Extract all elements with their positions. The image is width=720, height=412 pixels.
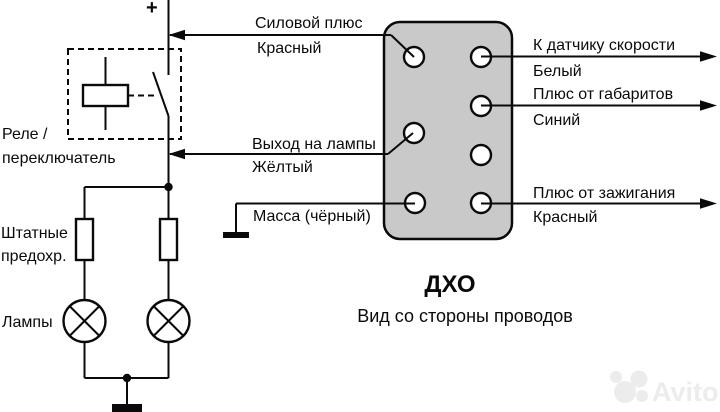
fuse-right <box>158 217 179 262</box>
label-power-plus: Силовой плюс <box>255 15 363 32</box>
switch-blade <box>152 71 170 117</box>
arrowhead-lamp-output <box>168 148 185 160</box>
connector-body <box>382 20 514 241</box>
arrowhead-ignition <box>700 198 717 209</box>
label-speed-sensor: К датчику скорости <box>533 37 675 54</box>
label-ignition: Плюс от зажигания <box>533 185 675 202</box>
junction-dot-top <box>164 182 173 192</box>
label-parking-lights: Плюс от габаритов <box>533 86 673 103</box>
relay-dashed-box <box>67 48 182 140</box>
lamp-left-cross-2 <box>68 305 101 337</box>
avito-logo-icon <box>614 381 636 403</box>
watermark-text: Avito <box>652 377 719 407</box>
connector-title: ДХО <box>424 271 475 298</box>
fuse-left <box>74 217 95 262</box>
label-parking-lights-color: Синий <box>533 112 580 129</box>
plus-terminal-label: + <box>146 0 158 19</box>
label-fuses-line1: Штатные <box>1 225 68 242</box>
label-lamp-output-color: Жёлтый <box>252 159 313 176</box>
ground-symbol-bottom <box>112 404 142 412</box>
connector-subtitle: Вид со стороны проводов <box>357 306 573 326</box>
avito-logo-icon <box>636 390 648 402</box>
junction-dot-bottom <box>122 373 132 383</box>
label-power-plus-color: Красный <box>257 40 321 57</box>
pin-unused <box>469 143 493 167</box>
avito-logo-icon <box>610 371 622 383</box>
relay-coil <box>81 83 130 108</box>
label-ignition-color: Красный <box>533 209 597 226</box>
arrowhead-parking-lights <box>700 100 717 111</box>
label-lamp-output: Выход на лампы <box>252 136 376 153</box>
arrowhead-power-plus <box>168 29 185 41</box>
arrowhead-speed-sensor <box>700 51 717 62</box>
lamp-right-cross-2 <box>152 305 185 337</box>
avito-watermark: Avito <box>610 370 719 407</box>
label-fuses-line2: предохр. <box>1 248 67 265</box>
label-relay-line1: Реле / <box>2 126 48 143</box>
wire-lamp-output-stub <box>387 132 414 155</box>
avito-logo-icon <box>630 370 648 388</box>
ground-symbol-connector <box>223 232 249 238</box>
label-speed-sensor-color: Белый <box>533 63 582 80</box>
wire-power-plus-stub <box>390 34 415 58</box>
pin-lamp-output <box>402 121 426 145</box>
label-ground: Масса (чёрный) <box>253 208 371 225</box>
label-lamps: Лампы <box>2 314 53 331</box>
label-relay-line2: переключатель <box>2 150 116 167</box>
